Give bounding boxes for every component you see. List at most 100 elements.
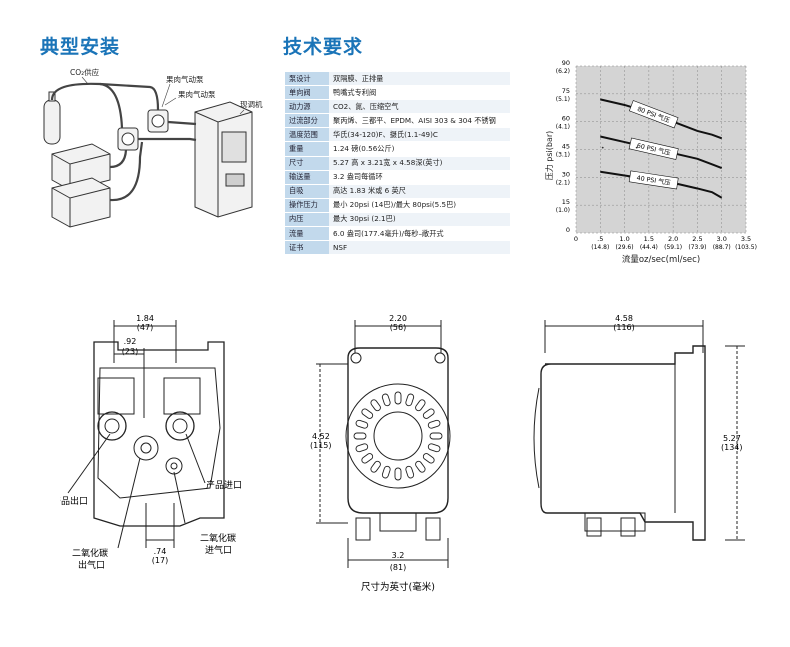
series-label-box: [628, 170, 679, 190]
product-outlet-label: 产品出口: [60, 495, 88, 507]
side-view-drawing: 4.58 (116) 5.27 (134): [533, 314, 745, 541]
y-tick-sublabel: (6.2): [556, 68, 570, 75]
specs-heading: 技术要求: [283, 36, 364, 58]
product-outlet-fitting: [97, 377, 135, 415]
spec-key: 自吸: [285, 184, 329, 199]
front-view-drawing: 1.84 (47) .92 (23) 产品出口 产品进口 二氧化碳 出气口 二氧…: [60, 314, 242, 571]
x-tick-sublabel: (73.9): [688, 244, 706, 251]
spec-value: 高达 1.83 米或 6 英尺: [329, 184, 510, 199]
spec-value: 鸭嘴式专利阀: [329, 85, 510, 101]
side-width-mm: (116): [613, 323, 635, 332]
y-tick-label: 90: [562, 59, 570, 67]
spec-value: 最小 20psi (14巴)/最大 80psi(5.5巴): [329, 198, 510, 213]
spec-value: 6.0 盎司(177.4毫升)/每秒–敞开式: [329, 226, 510, 242]
y-tick-label: 60: [562, 115, 570, 123]
mid-height-mm: (115): [310, 441, 332, 450]
y-tick-sublabel: (5.1): [556, 96, 570, 103]
spec-value: NSF: [329, 240, 510, 256]
spec-value: 3.2 盎司每循环: [329, 170, 510, 185]
side-width-dim: 4.58: [615, 314, 633, 323]
series-label-box: [628, 137, 679, 160]
axis-ticks: 0.5(14.8)1.0(29.6)1.5(44.4)2.0(59.1)2.5(…: [556, 59, 757, 251]
data-point: [601, 146, 604, 149]
spec-row: 温度范围华氏(34-120)F、摄氏(1.1-49)C: [285, 127, 510, 143]
mid-bottom-dim: 3.2: [392, 551, 405, 560]
spec-key: 输送量: [285, 170, 329, 185]
co2-outlet-port: [133, 435, 159, 461]
spec-row: 内压最大 30psi (2.1巴): [285, 212, 510, 228]
rotor-view-drawing: 2.20 (56) 4.52 (115) 3.2 (81) 尺寸为英寸(毫米): [310, 314, 451, 593]
y-tick-sublabel: (1.0): [556, 207, 570, 214]
product-inlet-port: [165, 411, 195, 441]
mid-top-mm: (56): [390, 323, 406, 332]
rotor-slot: [427, 419, 441, 429]
rotor-slot: [405, 465, 415, 479]
y-tick-sublabel: (2.1): [556, 179, 570, 186]
spec-value: 双隔膜、正排量: [329, 72, 510, 87]
y-tick-label: 45: [562, 143, 570, 151]
x-tick-sublabel: (59.1): [664, 244, 682, 251]
rotor-slot: [405, 393, 415, 407]
co2-outlet-label-1: 二氧化碳: [72, 547, 108, 559]
product-inlet-fitting: [163, 377, 201, 415]
y-tick-label: 75: [562, 87, 570, 95]
spec-key: 温度范围: [285, 127, 329, 143]
product-inlet-label: 产品进口: [206, 479, 242, 491]
x-tick-sublabel: (103.5): [735, 244, 757, 251]
co2-supply-label: CO₂供应: [70, 67, 100, 77]
co2-outlet-label-2: 出气口: [78, 559, 105, 571]
x-tick-label: 3.0: [717, 235, 727, 243]
rotor-hub: [373, 411, 423, 461]
x-tick-label: 2.0: [668, 235, 678, 243]
spec-key: 证书: [285, 240, 329, 256]
spec-row: 泵设计双隔膜、正排量: [285, 72, 510, 87]
rotor-slot: [427, 443, 441, 453]
rotor-slot: [353, 432, 367, 440]
rotor-slot: [394, 467, 402, 481]
spec-key: 单向阀: [285, 85, 329, 101]
x-tick-label: 3.5: [741, 235, 751, 243]
rotor-slot: [355, 443, 369, 453]
front-offset-mm: (23): [122, 347, 138, 356]
rotor-slot: [370, 460, 381, 473]
series-label-group: 40 PSI 气压: [628, 170, 679, 190]
rotor-slot: [381, 465, 391, 479]
front-body: [93, 341, 225, 527]
y-axis-label: 压力 psi(bar): [544, 131, 554, 181]
spec-key: 重量: [285, 141, 329, 157]
y-tick-sublabel: (3.1): [556, 152, 570, 159]
y-tick-label: 0: [566, 226, 570, 234]
y-tick-label: 30: [562, 170, 570, 178]
rotor-slot: [422, 453, 435, 464]
x-tick-sublabel: (44.4): [640, 244, 658, 251]
rotor-slot: [381, 393, 391, 407]
bottom-offset-mm: (17): [152, 556, 168, 565]
data-point: [635, 146, 638, 149]
y-tick-label: 15: [562, 198, 570, 206]
spec-row: 过流部分聚丙烯、三都平、EPDM、AISI 303 & 304 不锈钢: [285, 113, 510, 129]
side-height-dim: 5.27: [723, 434, 741, 443]
x-tick-label: 1.5: [644, 235, 654, 243]
rotor-slot: [422, 408, 435, 419]
spec-key: 操作压力: [285, 198, 329, 213]
rotor-slot: [429, 432, 443, 440]
x-tick-sublabel: (88.7): [713, 244, 731, 251]
mid-top-dim: 2.20: [389, 314, 407, 323]
spec-value: 聚丙烯、三都平、EPDM、AISI 303 & 304 不锈钢: [329, 113, 510, 129]
bib-box-bottom: [51, 177, 111, 228]
bottom-offset-dim: .74: [154, 547, 167, 556]
pump-housing: [347, 347, 449, 514]
x-tick-label: 2.5: [692, 235, 702, 243]
co2-inlet-port: [165, 457, 183, 475]
x-tick-label: .5: [597, 235, 603, 243]
spec-row: 操作压力最小 20psi (14巴)/最大 80psi(5.5巴): [285, 198, 510, 213]
x-axis-label: 流量oz/sec(ml/sec): [622, 254, 700, 265]
mid-height-dim: 4.52: [312, 432, 330, 441]
rotor-slot: [394, 391, 402, 405]
rotor-slot: [370, 399, 381, 412]
spec-value: 5.27 高 x 3.21宽 x 4.58深(英寸): [329, 156, 510, 171]
